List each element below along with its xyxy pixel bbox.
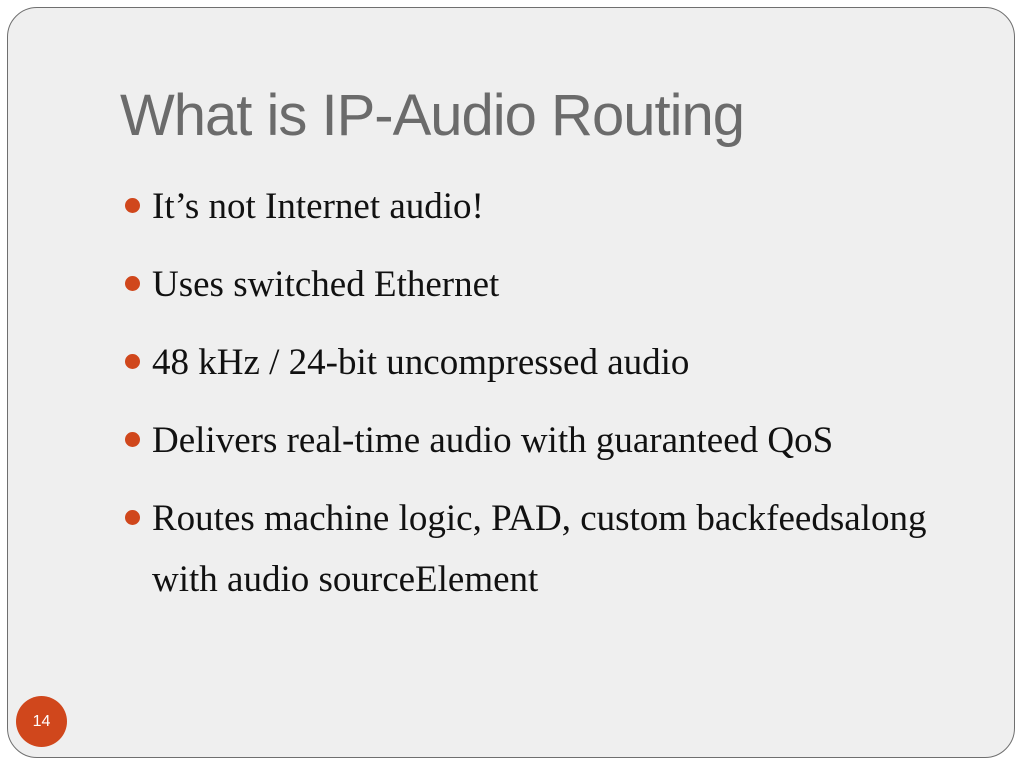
slide-title: What is IP-Audio Routing [120, 83, 745, 148]
bullet-text: 48 kHz / 24-bit uncompressed audio [152, 342, 690, 383]
bullet-item: Delivers real-time audio with guaranteed… [124, 410, 944, 471]
bullet-item: 48 kHz / 24-bit uncompressed audio [124, 332, 944, 393]
bullet-item: It’s not Internet audio! [124, 176, 944, 237]
bullet-icon [125, 354, 140, 369]
bullet-text: It’s not Internet audio! [152, 186, 484, 227]
bullet-icon [125, 198, 140, 213]
page-number-badge: 14 [16, 696, 67, 747]
bullet-text: Routes machine logic, PAD, custom backfe… [152, 498, 927, 600]
bullet-icon [125, 276, 140, 291]
bullet-item: Uses switched Ethernet [124, 254, 944, 315]
bullet-icon [125, 432, 140, 447]
bullet-text: Uses switched Ethernet [152, 264, 500, 305]
bullet-text: Delivers real-time audio with guaranteed… [152, 420, 834, 461]
slide: What is IP-Audio Routing It’s not Intern… [7, 7, 1015, 758]
bullet-list: It’s not Internet audio! Uses switched E… [124, 176, 944, 627]
bullet-item: Routes machine logic, PAD, custom backfe… [124, 488, 944, 610]
bullet-icon [125, 510, 140, 525]
